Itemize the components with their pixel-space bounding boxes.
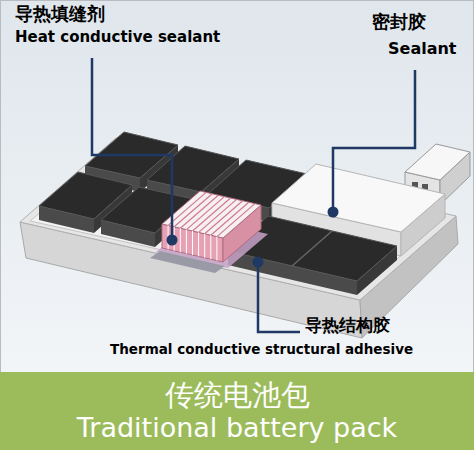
callout-label: 导热填缝剂 xyxy=(15,4,105,25)
leader-line xyxy=(258,262,300,332)
cell-edge xyxy=(192,231,193,255)
cell-edge xyxy=(186,230,187,254)
cell-edge xyxy=(168,192,206,225)
cell-edge xyxy=(180,195,218,228)
leader-line xyxy=(92,58,172,240)
leader-line xyxy=(333,70,415,212)
leader-lines xyxy=(92,58,415,332)
caption-band: 传统电池包Traditional battery pack xyxy=(0,372,474,450)
leader-dot xyxy=(328,207,339,218)
cell-edge xyxy=(174,194,212,227)
caption-text: 传统电池包 xyxy=(165,379,310,412)
callout-label-english: Sealant xyxy=(388,40,457,58)
callout-label: 密封胶 xyxy=(372,12,426,33)
cell-edge xyxy=(217,204,255,237)
cover-top xyxy=(272,164,445,232)
callout-label: 导热结构胶 xyxy=(305,316,390,336)
junction-box-top xyxy=(405,144,470,180)
caption-text: Traditional battery pack xyxy=(77,412,397,443)
cell-edge xyxy=(186,197,224,230)
cell-edges xyxy=(168,192,255,236)
cell-edge xyxy=(193,198,231,231)
cell-edge xyxy=(210,235,211,259)
tray-rim xyxy=(20,138,456,300)
cell-edge xyxy=(198,232,199,256)
cell-edge xyxy=(180,228,181,252)
module-divider xyxy=(292,231,332,266)
callout-label-english: Thermal conductive structural adhesive xyxy=(110,342,413,358)
cell-edge xyxy=(211,202,249,235)
cell-edge xyxy=(205,201,243,234)
cell-edge xyxy=(216,237,217,261)
cell-edge xyxy=(199,199,237,232)
cell-stack-top xyxy=(162,191,261,238)
leader-dot xyxy=(253,257,264,268)
cell-edge xyxy=(204,234,205,258)
callout-label-english: Heat conductive sealant xyxy=(15,29,220,46)
leader-dot xyxy=(167,235,178,246)
